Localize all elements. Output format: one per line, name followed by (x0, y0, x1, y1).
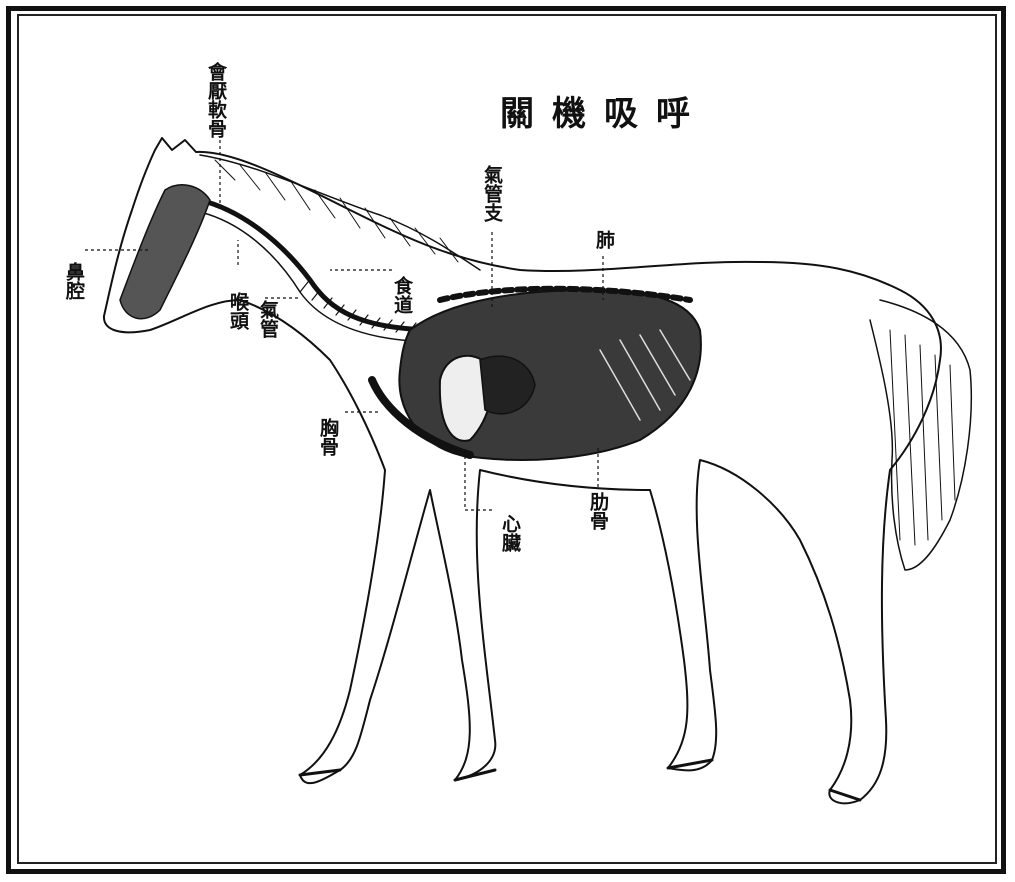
label-rib: 肋骨 (588, 492, 608, 530)
label-sternum: 胸骨 (318, 418, 338, 456)
label-epiglottis: 會厭軟骨 (206, 62, 226, 138)
label-larynx: 喉頭 (228, 292, 248, 330)
horse-mane (200, 155, 480, 270)
label-lung: 肺 (594, 230, 614, 249)
label-heart: 心臟 (500, 514, 520, 552)
label-esophagus: 食道 (392, 276, 412, 314)
label-trachea-branch: 氣管支 (482, 165, 502, 222)
label-nasal-cavity: 鼻腔 (64, 262, 84, 300)
horse-outline (104, 138, 941, 803)
diagram-title: 關機吸呼 (500, 86, 708, 135)
label-trachea: 氣管 (258, 300, 278, 338)
horse-tail (870, 300, 971, 570)
